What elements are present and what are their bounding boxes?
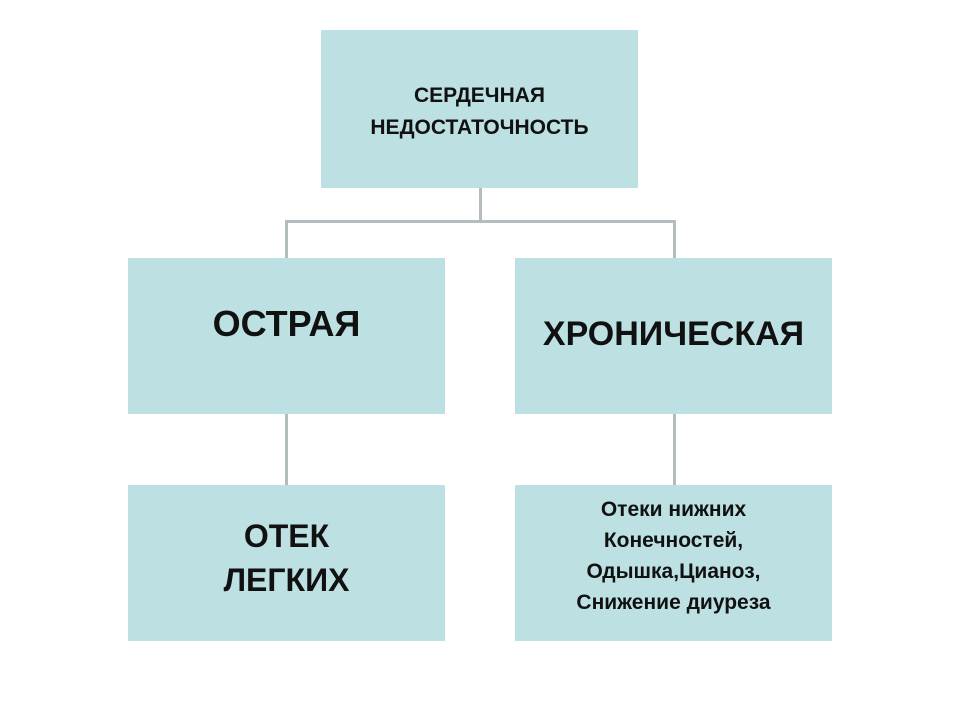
acute-symptoms-line-1: ОТЕК (243, 518, 330, 554)
connector-root-stem (479, 188, 482, 222)
root-node-line-1: СЕРДЕЧНАЯ (413, 84, 545, 107)
chronic-symptoms-line-1: Отеки нижних (600, 498, 747, 521)
node-acute: ОСТРАЯ (128, 258, 445, 414)
root-node-heart-failure: СЕРДЕЧНАЯ НЕДОСТАТОЧНОСТЬ (321, 30, 638, 188)
acute-symptoms-line-2: ЛЕГКИХ (223, 562, 350, 598)
connector-to-chronic (673, 220, 676, 258)
root-node-line-2: НЕДОСТАТОЧНОСТЬ (370, 116, 589, 139)
connector-horizontal-bar (285, 220, 676, 223)
connector-acute-to-symptoms (285, 414, 288, 485)
connector-chronic-to-symptoms (673, 414, 676, 485)
chronic-symptoms-line-3: Одышка,Цианоз, (586, 560, 761, 583)
node-acute-symptoms: ОТЕК ЛЕГКИХ (128, 485, 445, 641)
node-chronic-label: ХРОНИЧЕСКАЯ (542, 314, 805, 353)
node-chronic-symptoms: Отеки нижних Конечностей, Одышка,Цианоз,… (515, 485, 832, 641)
node-chronic: ХРОНИЧЕСКАЯ (515, 258, 832, 414)
node-acute-label: ОСТРАЯ (212, 303, 361, 344)
chronic-symptoms-line-4: Снижение диуреза (576, 591, 771, 614)
connector-to-acute (285, 220, 288, 258)
chronic-symptoms-line-2: Конечностей, (603, 529, 744, 552)
